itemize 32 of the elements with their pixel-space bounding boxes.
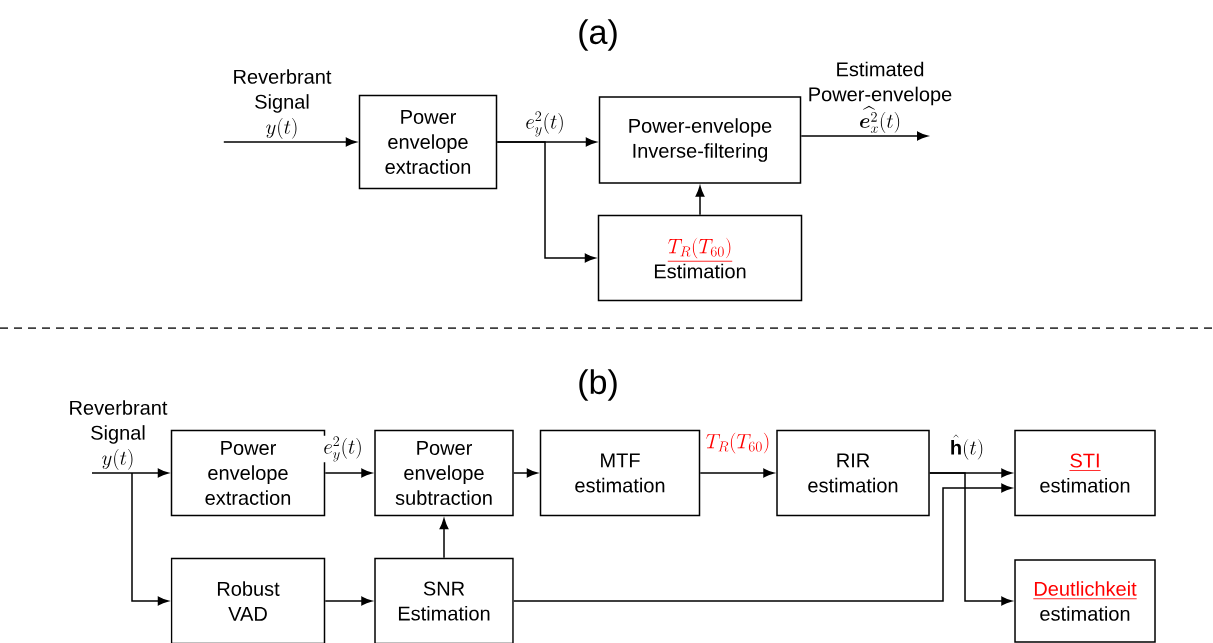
arrow — [496, 141, 596, 263]
signal-label: Reverbrant Signal $y(t)$ — [234, 69, 332, 139]
block-box: MTF estimation — [539, 429, 701, 517]
arrow — [513, 483, 1012, 602]
edge-label: $e_y^2(t)$ — [524, 110, 566, 138]
block-box: Power envelope subtraction — [374, 429, 514, 517]
arrow — [223, 137, 357, 147]
edge-label: $T_R(T_{60})$ — [704, 431, 772, 455]
signal-label: Estimated Power-envelope $\widehat{\boldsymbol{e}_x^2}(t)$ — [809, 61, 952, 133]
arrow — [91, 468, 169, 478]
arrow — [929, 472, 1012, 606]
block-box: STI estimation — [1014, 429, 1156, 517]
block-box: Deutlichkeit estimation — [1014, 559, 1156, 643]
arrow — [695, 186, 705, 216]
block-box: SNR Estimation — [374, 557, 514, 643]
arrow — [324, 596, 372, 606]
block-box: Power-envelope Inverse-filtering — [598, 96, 802, 184]
arrow — [513, 468, 538, 478]
block-box: $T_R(T_{60})$ Estimation — [597, 214, 803, 302]
block-box: Robust VAD — [170, 557, 326, 643]
arrow — [131, 472, 169, 606]
arrow — [699, 468, 774, 478]
arrow — [324, 468, 372, 478]
arrow — [800, 131, 928, 141]
panel-label: (a) — [579, 19, 617, 51]
block-box: Power envelope extraction — [358, 94, 498, 190]
edge-label: $\hat{\mathbf{h}}(t)$ — [948, 433, 986, 461]
edge-label: $e_y^2(t)$ — [322, 435, 364, 463]
panel-label: (b) — [579, 369, 617, 401]
arrow — [439, 518, 449, 559]
block-box: RIR estimation — [776, 429, 930, 517]
signal-label: Reverbrant Signal $y(t)$ — [70, 400, 168, 470]
